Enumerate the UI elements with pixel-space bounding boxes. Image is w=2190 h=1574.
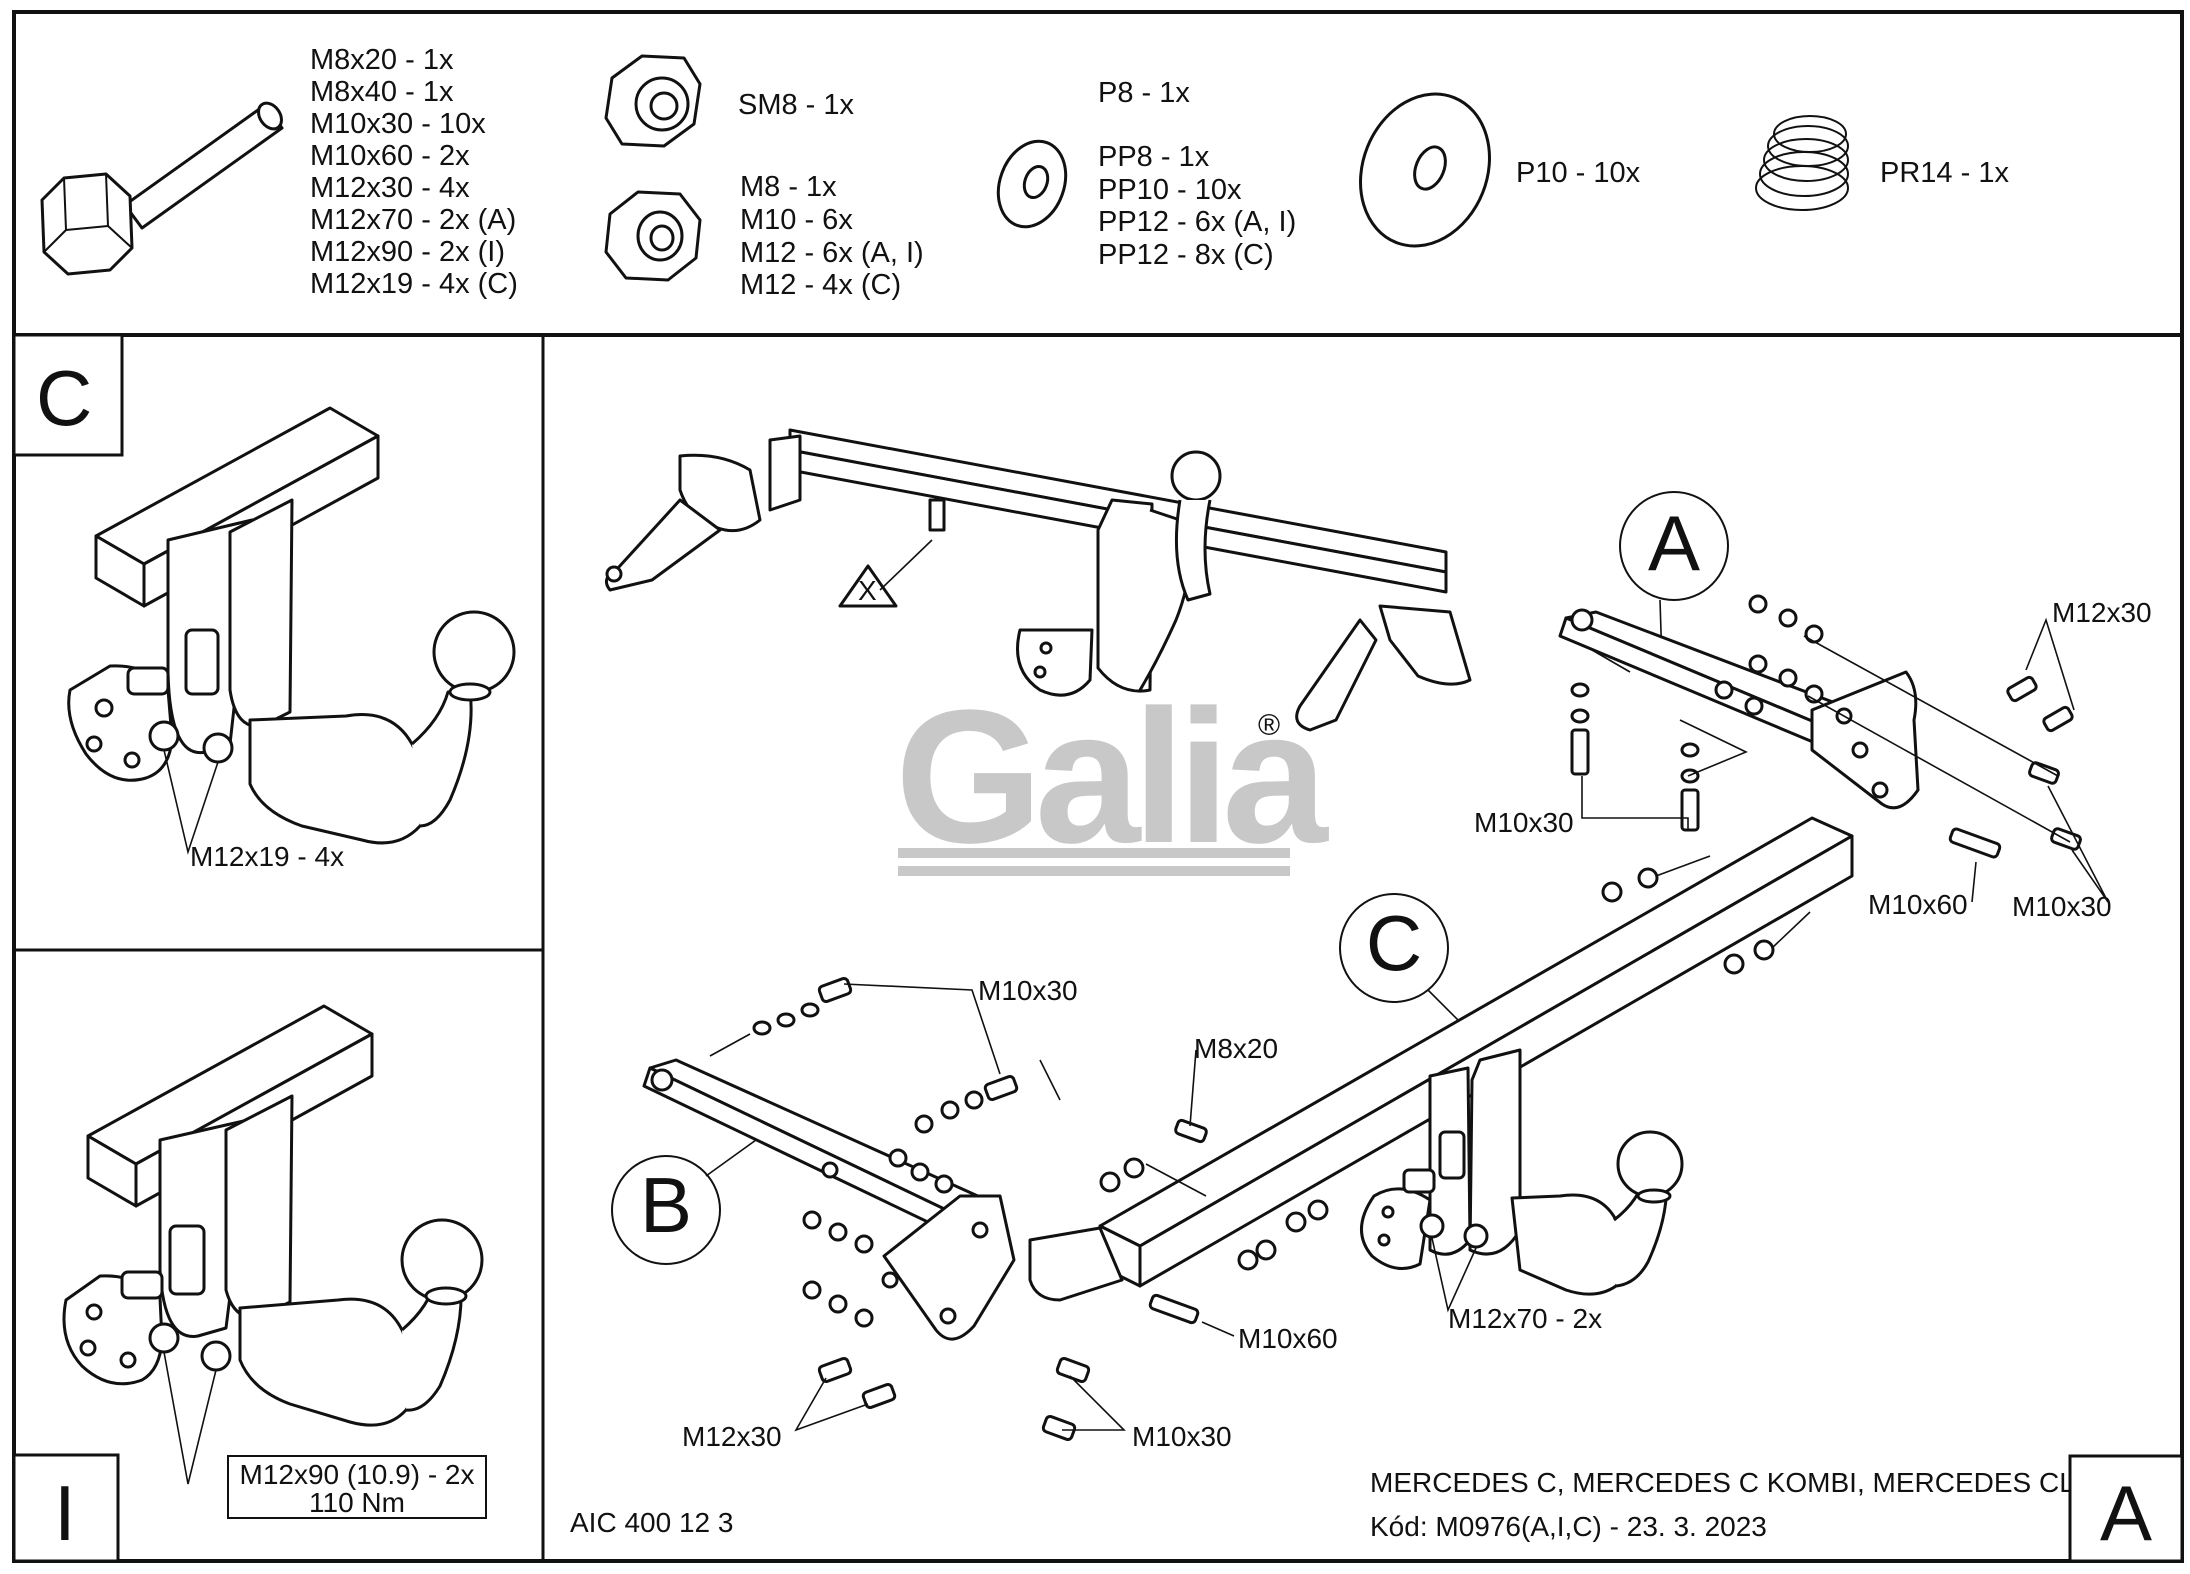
bolt-item: M12x90 - 2x (I) — [310, 236, 505, 268]
callout-c — [1339, 893, 1449, 1003]
callout-a-label: A — [1648, 499, 1700, 587]
nut-list: M8 - 1x M10 - 6x M12 - 6x (A, I) M12 - 4… — [740, 171, 924, 301]
panel-a-letter: A — [2100, 1469, 2152, 1557]
label-m8x20: M8x20 — [1194, 1033, 1278, 1064]
hitch-assembly — [1360, 1048, 1684, 1313]
panel-i-letter-box — [12, 1453, 120, 1563]
panel-i-label-box — [227, 1455, 487, 1519]
main-assembly-view: Galia ® X A — [604, 428, 2152, 1452]
outer-frame — [12, 10, 2184, 1563]
nut-item: M12 - 4x (C) — [740, 269, 901, 301]
label-m10x30-top: M10x30 — [978, 975, 1078, 1006]
panel-i-torque-label: 110 Nm — [309, 1487, 405, 1518]
panel-i-bolt-label: M12x90 (10.9) - 2x — [240, 1459, 475, 1490]
bracket-a — [1558, 608, 1920, 810]
logo-registered-mark: ® — [1258, 709, 1280, 742]
x-marker-label: X — [858, 575, 877, 606]
bolt-item: M12x30 - 4x — [310, 172, 470, 204]
drawing-code: AIC 400 12 3 — [570, 1507, 733, 1538]
panel-c-bolt-label: M12x19 - 4x — [190, 841, 344, 872]
bolt-list: M8x20 - 1x M8x40 - 1x M10x30 - 10x M10x6… — [310, 44, 518, 300]
vehicle-beam — [604, 428, 1472, 732]
spring-washer-list: PP8 - 1x PP10 - 10x PP12 - 6x (A, I) PP1… — [1098, 141, 1296, 271]
label-m10x30-bottom: M10x30 — [1132, 1421, 1232, 1452]
panel-a-letter-box — [2068, 1454, 2184, 1563]
sm8-label: SM8 - 1x — [738, 89, 855, 121]
parts-header: M8x20 - 1x M8x40 - 1x M10x30 - 10x M10x6… — [40, 44, 2009, 301]
label-m10x60-right: M10x60 — [1868, 889, 1968, 920]
spring-washer-item: PP10 - 10x — [1098, 174, 1242, 206]
bolt-icon — [40, 101, 284, 276]
bolt-item: M8x40 - 1x — [310, 76, 454, 108]
spring-washer-item: PP12 - 8x (C) — [1098, 239, 1274, 271]
bolt-item: M8x20 - 1x — [310, 44, 454, 76]
bracket-b — [642, 1058, 1016, 1341]
bolt-item: M10x60 - 2x — [310, 140, 470, 172]
cross-tube-hardware — [1099, 855, 1811, 1271]
label-m12x30-right: M12x30 — [2052, 597, 2152, 628]
callout-b-label: B — [640, 1161, 692, 1249]
panel-c-letter: C — [36, 354, 92, 442]
callout-a — [1619, 491, 1729, 601]
label-m10x30-right: M10x30 — [2012, 891, 2112, 922]
p8-label: P8 - 1x — [1098, 77, 1190, 109]
logo-underline — [898, 866, 1290, 876]
spring-washer-item: PP8 - 1x — [1098, 141, 1210, 173]
pr14-label: PR14 - 1x — [1880, 157, 2009, 189]
label-m12x70: M12x70 - 2x — [1448, 1303, 1602, 1334]
panel-c-letter-box — [12, 333, 124, 457]
nut-icon — [604, 190, 702, 282]
spring-washer-item: PP12 - 6x (A, I) — [1098, 206, 1296, 238]
p10-label: P10 - 10x — [1516, 157, 1641, 189]
lock-nut-icon — [604, 54, 702, 148]
panel-c: C M12x19 - 4x — [12, 333, 516, 872]
bolt-item: M10x30 - 10x — [310, 108, 486, 140]
small-washer-icon — [996, 139, 1068, 229]
callout-b — [611, 1155, 721, 1265]
callout-c-label: C — [1366, 899, 1422, 987]
vehicle-models: MERCEDES C, MERCEDES C KOMBI, MERCEDES C… — [1370, 1467, 2094, 1498]
logo-underline — [898, 848, 1290, 858]
spring-icon — [1755, 115, 1849, 211]
galia-logo: Galia ® — [895, 671, 1337, 883]
nut-item: M12 - 6x (A, I) — [740, 237, 924, 269]
label-m12x30-bottom: M12x30 — [682, 1421, 782, 1452]
label-m10x60-bottom: M10x60 — [1238, 1323, 1338, 1354]
large-washer-icon — [1359, 92, 1491, 248]
footer: AIC 400 12 3 MERCEDES C, MERCEDES C KOMB… — [570, 1454, 2184, 1563]
drawing-kod: Kód: M0976(A,I,C) - 23. 3. 2023 — [1370, 1511, 1767, 1542]
bolt-item: M12x19 - 4x (C) — [310, 268, 518, 300]
nut-item: M8 - 1x — [740, 171, 837, 203]
logo-text: Galia — [895, 671, 1329, 883]
bolt-item: M12x70 - 2x (A) — [310, 204, 516, 236]
bracket-b-hardware — [709, 976, 1200, 1442]
panel-i: I M12x90 (10.9) - 2x 110 Nm — [12, 1004, 487, 1563]
label-m10x30-mid: M10x30 — [1474, 807, 1574, 838]
nut-item: M10 - 6x — [740, 204, 853, 236]
panel-i-letter: I — [54, 1469, 76, 1557]
bracket-a-hardware — [1570, 594, 2082, 859]
